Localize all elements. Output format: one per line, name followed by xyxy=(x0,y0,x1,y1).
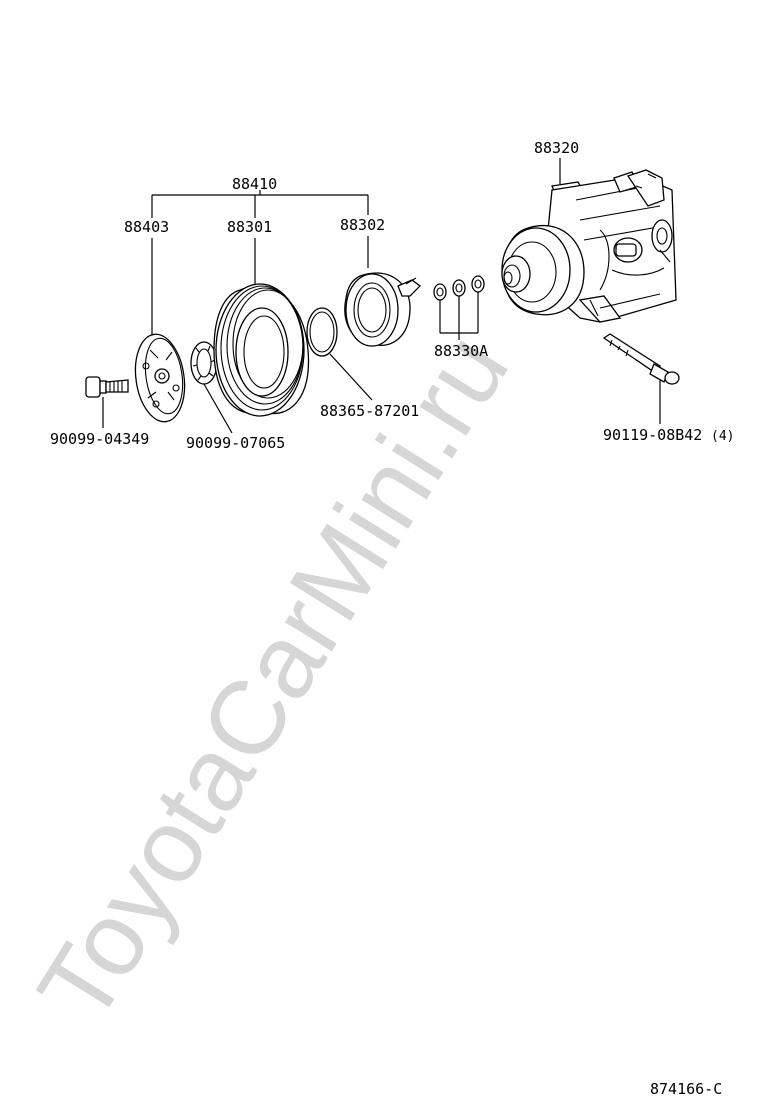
label-88365-87201: 88365-87201 xyxy=(320,402,419,420)
assembly-bracket xyxy=(151,190,369,218)
label-90099-07065: 90099-07065 xyxy=(186,434,285,452)
compressor xyxy=(501,158,677,323)
shims xyxy=(433,275,485,340)
label-88320: 88320 xyxy=(534,139,579,157)
mounting-bolt xyxy=(602,333,680,424)
shim-washer xyxy=(190,341,233,434)
diagram-ref-code: 874166-C xyxy=(650,1080,722,1098)
front-bolt xyxy=(85,376,129,428)
label-88302: 88302 xyxy=(340,216,385,234)
pressure-plate xyxy=(134,333,186,423)
label-88301: 88301 xyxy=(227,218,272,236)
pulley xyxy=(213,283,310,417)
label-90099-04349: 90099-04349 xyxy=(50,430,149,448)
label-88410: 88410 xyxy=(232,175,277,193)
label-88403: 88403 xyxy=(124,218,169,236)
label-88330A: 88330A xyxy=(434,342,488,360)
label-mount-bolt-qty: (4) xyxy=(711,429,734,444)
snap-ring xyxy=(306,307,373,401)
watermark: ToyotaCarMini.ru xyxy=(16,314,531,1042)
field-coil xyxy=(344,272,421,347)
label-90119-08B42: 90119-08B42 xyxy=(603,426,702,444)
